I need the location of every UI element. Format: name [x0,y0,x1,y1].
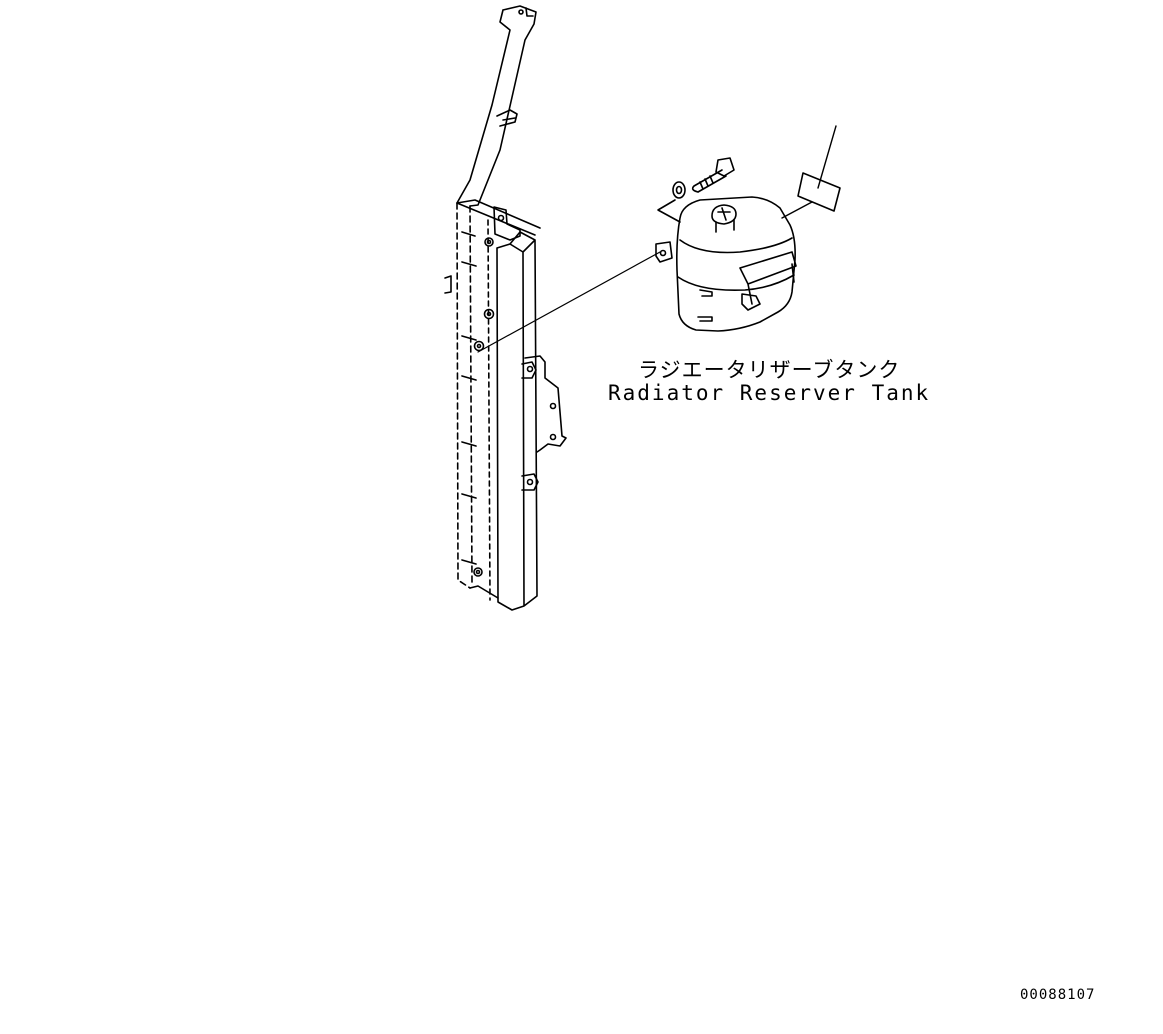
part-label-english: Radiator Reserver Tank [608,381,931,405]
tank-strap [739,251,797,311]
column-bolts [473,237,495,577]
column-lower-edge [469,585,499,599]
rear-panel-top [456,199,541,236]
front-column-inner [487,219,491,601]
figure-number: 00088107 [1020,987,1096,1003]
side-mount-hole-2 [549,402,557,410]
rear-panel-ribs [461,231,477,565]
bolt [691,157,735,193]
washer-to-tank-line [657,199,681,223]
bracket-arm-hole [518,9,524,15]
tank-level-mark-upper [699,289,713,297]
part-label-japanese: ラジエータリザーブタンク [638,358,901,382]
side-mount-hole-4 [526,478,534,486]
washer [672,181,686,199]
reserve-tank [655,196,797,332]
side-tab [444,275,452,294]
bolt-thread [699,175,714,190]
washer-hole [675,185,683,195]
label-leader-line [781,125,837,219]
top-tab [493,206,521,241]
top-tab-hole [497,214,505,222]
tank-shoulder [679,237,793,254]
bracket-arm-tab [525,7,534,17]
tank-mount-ear [655,241,673,263]
bracket-arm [456,5,537,207]
mount-attachment-line [477,251,661,353]
front-column [496,231,538,611]
rear-panel [456,202,473,589]
radiator-bracket-assembly [444,5,567,611]
side-mount-hole-1 [526,365,534,373]
filler-cap [711,204,737,225]
tank-body [676,196,796,332]
tank-level-mark-lower [697,316,713,322]
filler-neck [715,219,735,233]
side-mount-tabs [521,361,539,491]
side-mount-plate [524,355,567,453]
tank-mount-ear-hole [659,249,667,257]
bolt-and-washer [657,157,735,223]
tank-waist [677,274,795,292]
side-mount-hole-3 [549,433,557,441]
decal-plate [797,172,841,212]
arm-clip [496,109,518,127]
